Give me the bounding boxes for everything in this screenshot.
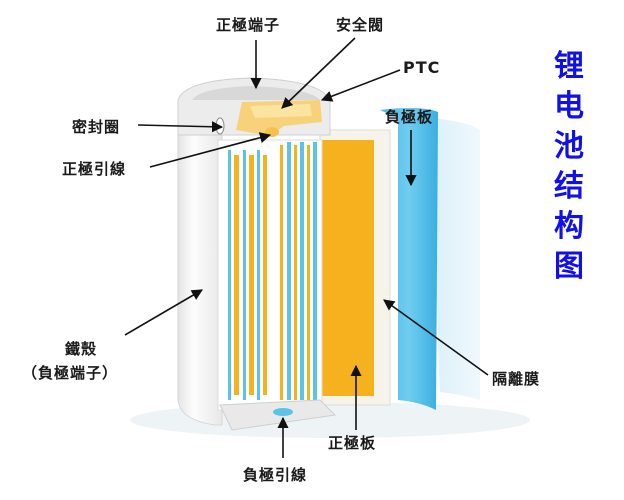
title-char-1: 锂 — [554, 49, 584, 84]
negative-plate-shape — [380, 107, 438, 411]
title-char-4: 结 — [554, 169, 584, 204]
arrow-ptc — [320, 69, 401, 102]
label-positive-lead: 正極引線 — [62, 160, 127, 178]
steel-case-shape — [177, 109, 223, 426]
wound-layers — [217, 139, 337, 431]
cap-assembly — [177, 77, 331, 137]
label-steel-case-sub: （負極端子） — [22, 364, 119, 382]
positive-plate-shape — [322, 140, 374, 396]
label-negative-lead: 負極引線 — [243, 466, 308, 484]
label-separator: 隔離膜 — [492, 370, 541, 388]
arrow-gasket — [137, 121, 224, 133]
arrow-positive-lead — [149, 132, 272, 168]
title-char-6: 图 — [554, 249, 584, 284]
label-ptc: PTC — [403, 58, 441, 77]
arrow-safety-valve — [281, 37, 356, 109]
title-char-5: 构 — [554, 209, 584, 244]
title-char-2: 电 — [554, 89, 584, 124]
arrow-separator — [383, 299, 489, 376]
label-negative-plate: 負極板 — [385, 108, 434, 126]
label-steel-case: 鐵殼 — [65, 340, 98, 358]
label-gasket: 密封圈 — [72, 118, 121, 136]
leader-lines — [124, 37, 489, 458]
label-positive-plate: 正極板 — [328, 434, 377, 452]
title-char-3: 池 — [554, 129, 584, 164]
label-positive-terminal: 正極端子 — [216, 16, 281, 34]
label-safety-valve: 安全閥 — [336, 16, 385, 34]
arrow-steel-case — [124, 289, 203, 336]
outer-separator-sheet — [430, 118, 480, 400]
